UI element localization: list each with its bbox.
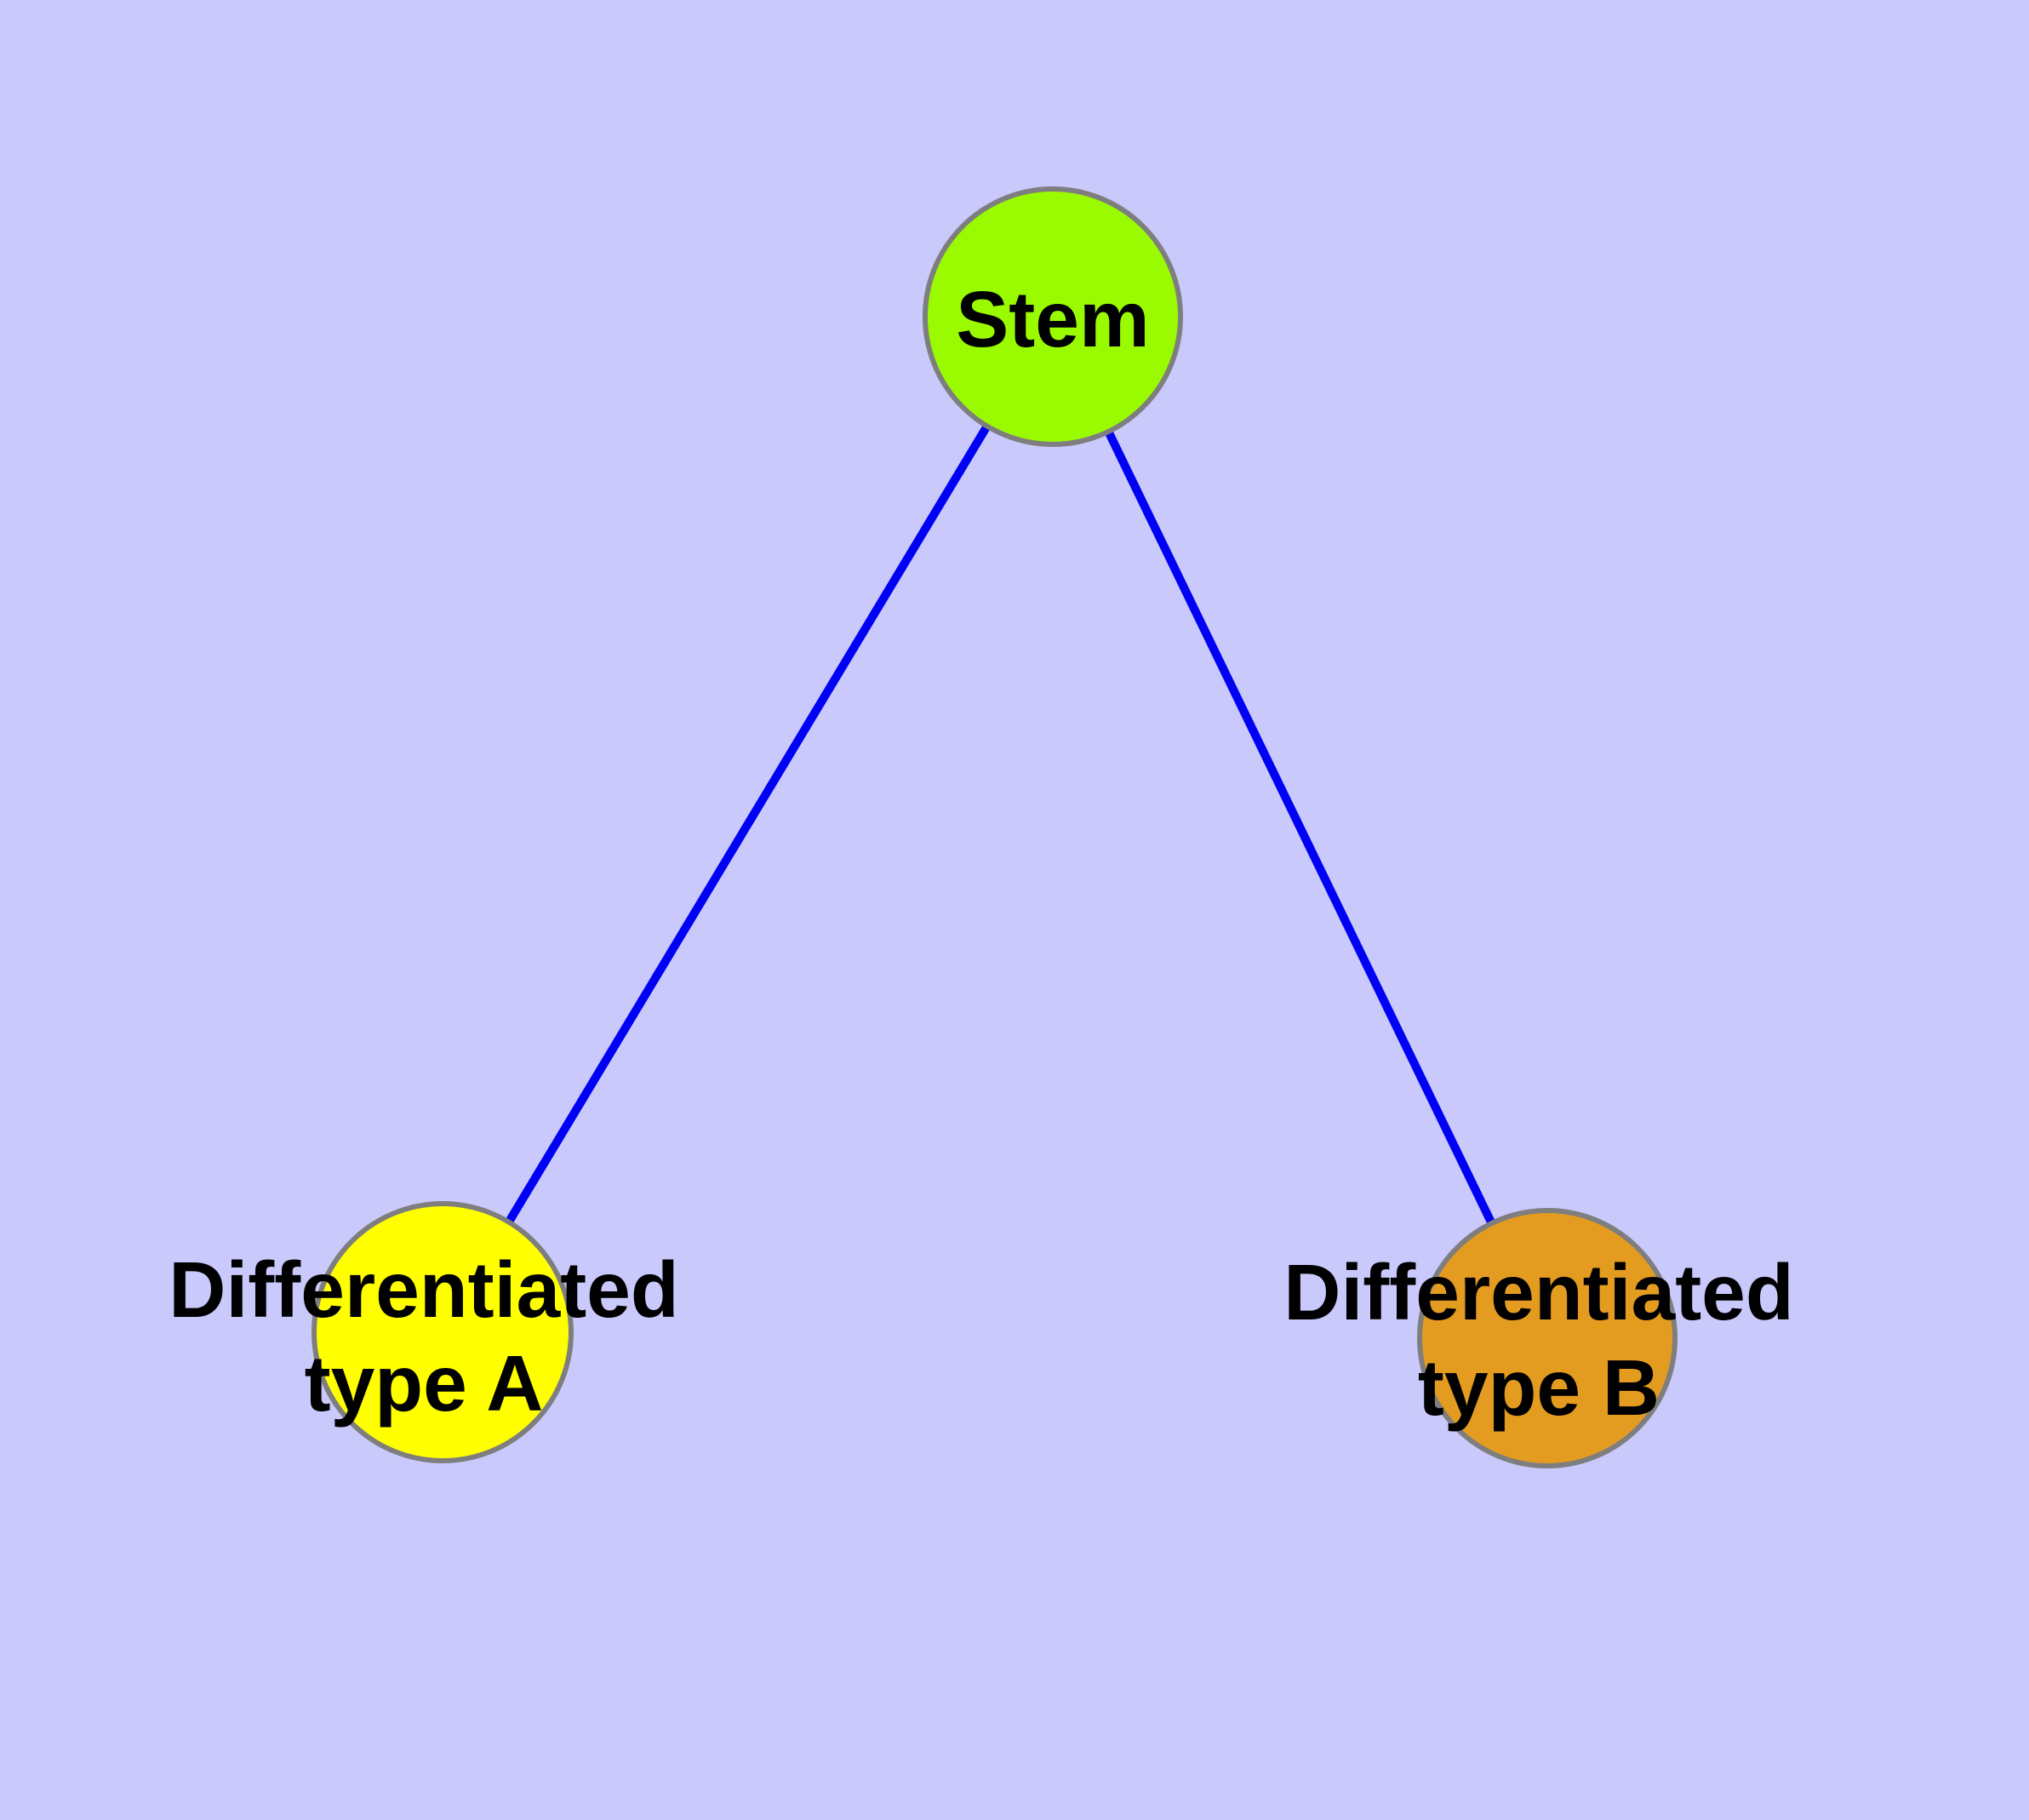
edge-stem-to-type-a	[438, 312, 1057, 1336]
node-differentiated-type-b-circle	[1417, 1208, 1677, 1468]
node-differentiated-type-a-label-line2: type A	[305, 1339, 544, 1428]
node-differentiated-type-b: Differentiated type B	[1283, 1208, 1794, 1468]
node-differentiated-type-b-label-line2: type B	[1418, 1343, 1660, 1432]
edge-stem-to-type-b	[1049, 312, 1552, 1342]
node-stem-circle	[923, 186, 1183, 447]
node-differentiated-type-b-label-line1: Differentiated	[1283, 1248, 1793, 1336]
node-stem: Stem	[923, 186, 1183, 447]
node-stem-label: Stem	[956, 275, 1149, 363]
node-differentiated-type-a-circle	[311, 1201, 574, 1463]
node-differentiated-type-a-label-line1: Differentiated	[169, 1245, 678, 1334]
node-differentiated-type-a: Differentiated type A	[169, 1201, 679, 1463]
